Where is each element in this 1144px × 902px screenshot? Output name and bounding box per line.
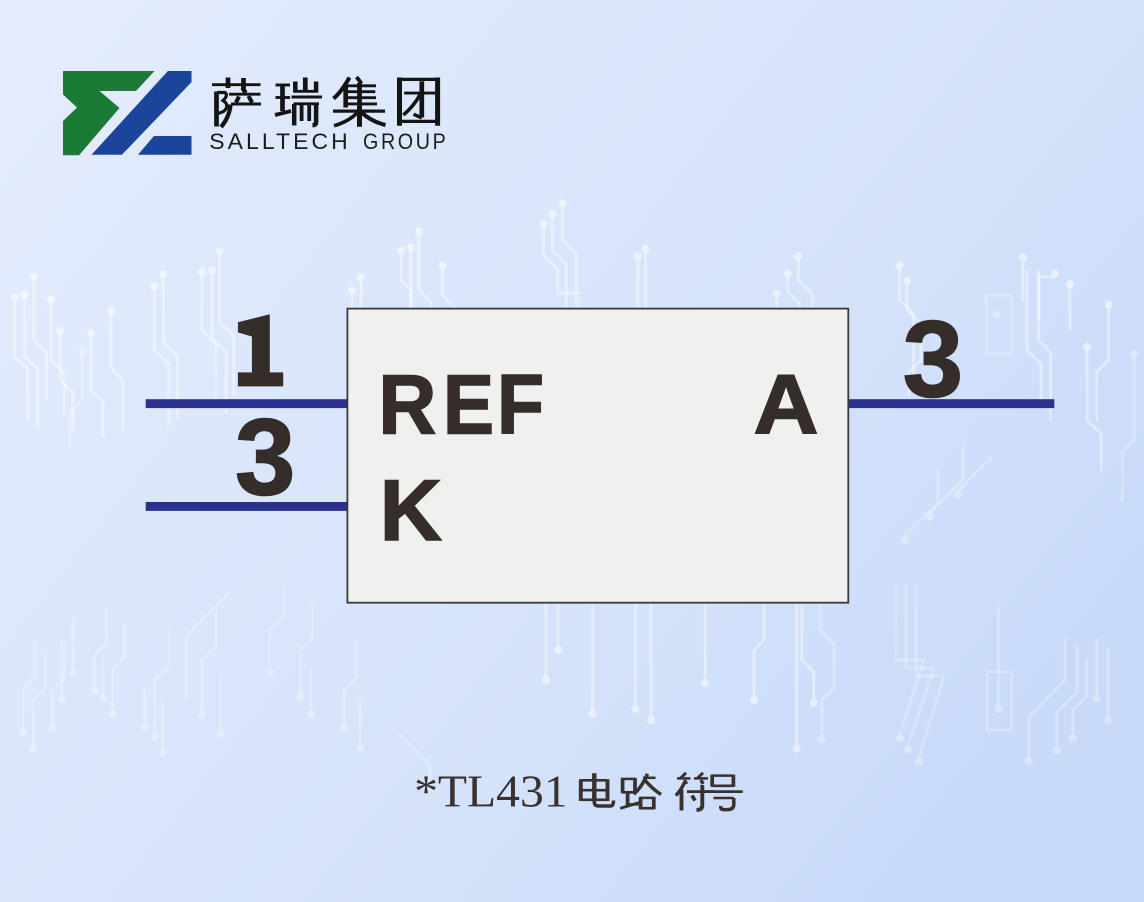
svg-text:F: F: [497, 358, 544, 452]
svg-text:SALLTECH: SALLTECH: [209, 129, 350, 154]
svg-text:GROUP: GROUP: [363, 129, 448, 154]
svg-text:E: E: [443, 358, 494, 452]
svg-text:A: A: [754, 358, 819, 452]
svg-text:3: 3: [903, 299, 963, 420]
svg-text:3: 3: [235, 397, 295, 518]
svg-text:K: K: [380, 463, 442, 559]
svg-text:*TL431: *TL431: [414, 766, 567, 817]
svg-text:R: R: [378, 358, 436, 452]
